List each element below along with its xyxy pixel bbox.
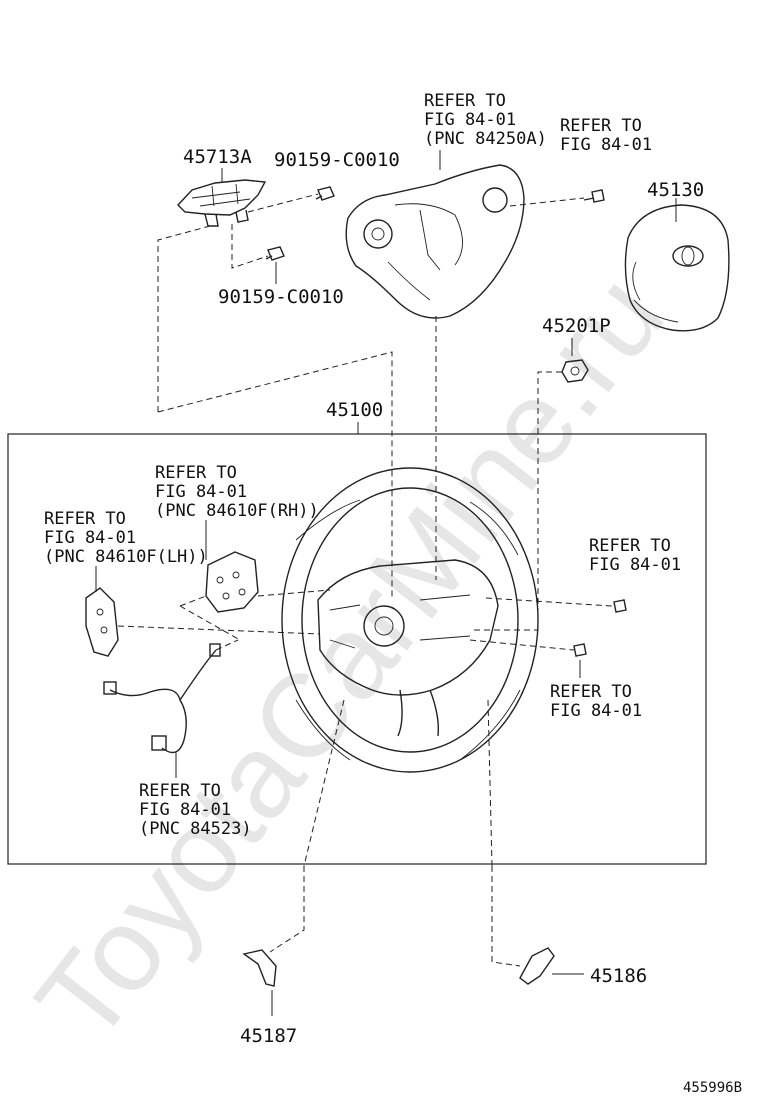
switch-lh-part[interactable] [85,587,119,657]
ref-spoke[interactable]: REFER TO FIG 84-01 (PNC 84250A) [424,91,547,149]
ref-screw-right[interactable]: REFER TO FIG 84-01 [589,536,681,575]
cover-45187-part[interactable] [242,949,277,987]
ref-screw-low[interactable]: REFER TO FIG 84-01 [550,682,642,721]
part-no-45186[interactable]: 45186 [590,965,647,987]
bolt-90159-lower-part[interactable] [265,246,285,261]
part-no-45100[interactable]: 45100 [326,399,383,421]
cover-45186-part[interactable] [519,947,555,985]
airbag-45130-part[interactable] [624,204,730,332]
part-no-45130[interactable]: 45130 [647,179,704,201]
dashed-leaders [117,193,613,967]
bracket-45713a-part[interactable] [177,179,267,227]
harness-part[interactable] [103,643,221,754]
screw-right-part[interactable] [613,599,627,613]
part-no-45713a[interactable]: 45713A [183,146,252,168]
diagram-id: 455996B [683,1080,742,1096]
screw-low-part[interactable] [573,643,587,657]
part-no-90159-lower[interactable]: 90159-C0010 [218,286,344,308]
switch-rh-part[interactable] [205,551,259,613]
part-no-45187[interactable]: 45187 [240,1025,297,1047]
ref-top-screw[interactable]: REFER TO FIG 84-01 [560,116,652,155]
steering-wheel-45100-part[interactable] [281,467,539,773]
bolt-90159-upper-part[interactable] [315,186,335,201]
spoke-bezel-part[interactable] [345,164,525,319]
assembly-frame [7,433,707,865]
part-no-45201p[interactable]: 45201P [542,315,611,337]
ref-harness[interactable]: REFER TO FIG 84-01 (PNC 84523) [139,781,252,839]
watermark: ToyotaCarMine.ru [11,251,688,1066]
ref-switch-rh[interactable]: REFER TO FIG 84-01 (PNC 84610F(RH)) [155,463,319,521]
screw-top-right-part[interactable] [583,189,605,203]
part-no-90159-upper[interactable]: 90159-C0010 [274,149,400,171]
ref-switch-lh[interactable]: REFER TO FIG 84-01 (PNC 84610F(LH)) [44,509,208,567]
